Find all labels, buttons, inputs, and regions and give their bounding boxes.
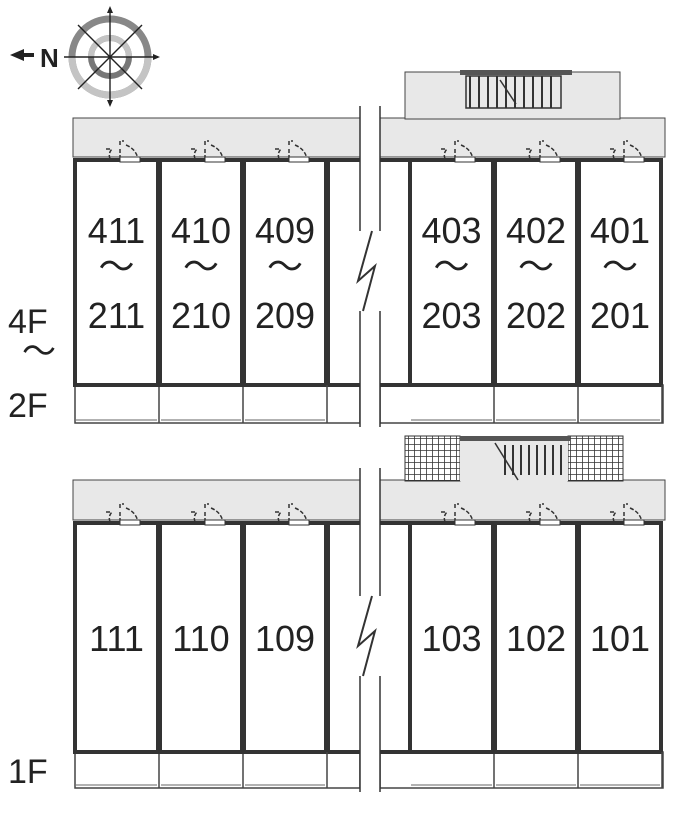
floor-label-1f: 1F <box>8 753 48 791</box>
hatched-area <box>567 435 624 482</box>
balcony <box>379 384 664 424</box>
unit-range-tilde: ～ <box>433 246 469 287</box>
unit-room <box>242 158 328 387</box>
unit-number-bottom: 210 <box>171 295 231 336</box>
corridor <box>379 479 666 521</box>
stair-break-line <box>494 442 519 481</box>
door-swing-icon <box>610 503 643 523</box>
unit-room <box>73 158 160 387</box>
unit-number-top: 402 <box>506 210 566 251</box>
entrance-door <box>204 156 226 163</box>
break-mark-icon <box>356 595 377 677</box>
unit-room <box>408 158 495 387</box>
unit-number-bottom: 203 <box>421 295 481 336</box>
door-swing-icon <box>610 140 643 160</box>
door-swing-icon <box>441 503 474 523</box>
unit-number-bottom: 201 <box>590 295 650 336</box>
stair-rail <box>460 70 572 75</box>
unit-range-tilde: ～ <box>98 246 134 287</box>
floor-label-4f: 4F <box>8 303 48 341</box>
unit-room <box>493 521 579 754</box>
unit-number: 111 <box>89 618 144 659</box>
door-swing-icon <box>275 503 308 523</box>
unit-number-bottom: 211 <box>88 295 145 336</box>
upper-floors-block: 411～211410～210409～209403～203402～202401～2… <box>72 70 666 427</box>
compass-icon: N <box>10 6 160 107</box>
entrance-door <box>539 519 561 526</box>
entrance-door <box>288 519 310 526</box>
entrance-door <box>454 156 476 163</box>
hatched-area <box>404 435 461 482</box>
unit-range-tilde: ～ <box>267 246 303 287</box>
unit-number: 109 <box>255 618 315 659</box>
unit-range-tilde: ～ <box>518 246 554 287</box>
corridor <box>379 117 666 158</box>
unit-room <box>577 521 663 754</box>
door-swing-icon <box>191 503 224 523</box>
unit-room <box>242 521 328 754</box>
door-swing-icon <box>106 140 139 160</box>
break-mark-icon <box>356 230 377 312</box>
stair-landing <box>404 71 621 120</box>
unit-number: 101 <box>590 618 650 659</box>
entrance-door <box>119 156 141 163</box>
unit-number-bottom: 202 <box>506 295 566 336</box>
unit-number-top: 411 <box>88 210 145 251</box>
door-swing-icon <box>526 503 559 523</box>
floor-label-2f: 2F <box>8 387 48 425</box>
door-swing-icon <box>526 140 559 160</box>
unit-number-top: 409 <box>255 210 315 251</box>
unit-room <box>577 158 663 387</box>
balcony <box>74 751 361 789</box>
unit-room <box>73 521 160 754</box>
unit-number-top: 410 <box>171 210 231 251</box>
entrance-door <box>623 156 645 163</box>
unit-number-bottom: 209 <box>255 295 315 336</box>
unit-number: 110 <box>172 618 229 659</box>
entrance-door <box>119 519 141 526</box>
floor-range-tilde: ～ <box>22 333 56 371</box>
stair-rail <box>460 436 570 441</box>
corridor <box>72 117 361 158</box>
ground-floor-block: 111 110 109 103 102 101 <box>72 435 666 792</box>
stair-outline <box>465 75 562 109</box>
stair-break-line <box>499 79 517 105</box>
entrance-door <box>454 519 476 526</box>
north-label: N <box>40 43 59 73</box>
balcony <box>379 751 664 789</box>
door-swing-icon <box>275 140 308 160</box>
north-arrow-icon <box>10 49 34 61</box>
unit-number: 103 <box>421 618 481 659</box>
unit-number-top: 401 <box>590 210 650 251</box>
staircase-icon <box>465 75 562 109</box>
entrance-door <box>288 156 310 163</box>
balcony <box>74 384 361 424</box>
staircase-icon <box>494 442 562 481</box>
unit-range-tilde: ～ <box>183 246 219 287</box>
entrance-door <box>623 519 645 526</box>
unit-number-top: 403 <box>421 210 481 251</box>
unit-room <box>158 158 244 387</box>
entrance-door <box>539 156 561 163</box>
door-swing-icon <box>441 140 474 160</box>
unit-number: 102 <box>506 618 566 659</box>
door-swing-icon <box>191 140 224 160</box>
unit-room <box>158 521 244 754</box>
entrance-door <box>204 519 226 526</box>
door-swing-icon <box>106 503 139 523</box>
unit-range-tilde: ～ <box>602 246 638 287</box>
corridor <box>72 479 361 521</box>
